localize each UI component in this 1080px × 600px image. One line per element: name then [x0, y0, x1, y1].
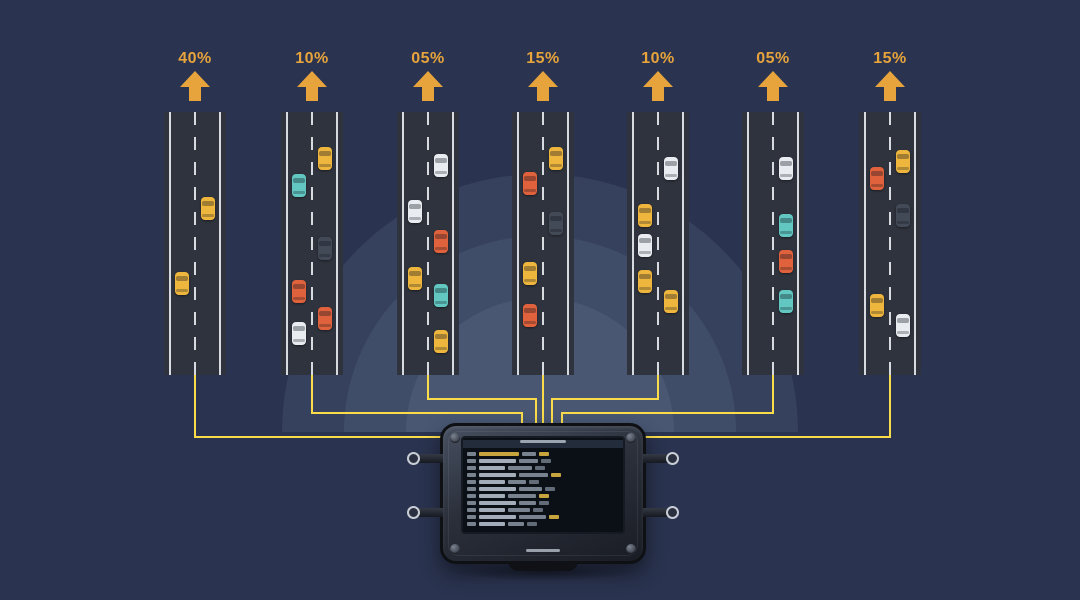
radar-device: [407, 423, 679, 581]
percent-label: 05%: [411, 50, 445, 67]
percent-label: 10%: [641, 50, 675, 67]
percent-label: 15%: [873, 50, 907, 67]
car-icon: [434, 230, 448, 253]
antenna-port: [643, 452, 679, 465]
road-column: 05%: [742, 50, 804, 375]
car-icon: [201, 197, 215, 220]
car-icon: [292, 174, 306, 197]
car-icon: [638, 234, 652, 257]
lane-divider: [889, 112, 891, 375]
screen-row: [467, 480, 619, 484]
screen-row: [467, 452, 619, 456]
road-column: 10%: [281, 50, 343, 375]
car-icon: [896, 314, 910, 337]
brand-label: [526, 549, 560, 552]
percent-label: 05%: [756, 50, 790, 67]
car-icon: [318, 147, 332, 170]
car-icon: [408, 200, 422, 223]
lane-divider: [194, 112, 196, 375]
car-icon: [523, 262, 537, 285]
up-arrow-icon: [180, 71, 210, 101]
screen-row: [467, 473, 619, 477]
car-icon: [779, 157, 793, 180]
screen-row: [467, 515, 619, 519]
screen-row: [467, 501, 619, 505]
up-arrow-icon: [875, 71, 905, 101]
car-icon: [292, 280, 306, 303]
device-base: [508, 561, 578, 571]
screen-row: [467, 494, 619, 498]
car-icon: [434, 154, 448, 177]
car-icon: [434, 330, 448, 353]
percent-label: 40%: [178, 50, 212, 67]
road: [859, 112, 921, 375]
road-column: 40%: [164, 50, 226, 375]
car-icon: [896, 204, 910, 227]
lane-divider: [657, 112, 659, 375]
car-icon: [870, 294, 884, 317]
car-icon: [434, 284, 448, 307]
up-arrow-icon: [413, 71, 443, 101]
car-icon: [408, 267, 422, 290]
device-shadow: [453, 563, 633, 581]
percent-label: 10%: [295, 50, 329, 67]
screen-row: [467, 522, 619, 526]
device-screen: [461, 436, 625, 534]
screen-data-rows: [463, 448, 623, 526]
lane-divider: [427, 112, 429, 375]
up-arrow-icon: [528, 71, 558, 101]
road-column: 15%: [859, 50, 921, 375]
car-icon: [175, 272, 189, 295]
lane-divider: [772, 112, 774, 375]
percent-label: 15%: [526, 50, 560, 67]
car-icon: [638, 204, 652, 227]
road: [742, 112, 804, 375]
up-arrow-icon: [758, 71, 788, 101]
screw-icon: [626, 433, 636, 443]
screw-icon: [450, 544, 460, 554]
road: [397, 112, 459, 375]
lane-divider: [542, 112, 544, 375]
screen-row: [467, 508, 619, 512]
antenna-port: [407, 506, 443, 519]
car-icon: [664, 157, 678, 180]
car-icon: [870, 167, 884, 190]
road: [164, 112, 226, 375]
car-icon: [549, 147, 563, 170]
screw-icon: [626, 544, 636, 554]
screen-row: [467, 466, 619, 470]
car-icon: [523, 304, 537, 327]
screen-row: [467, 487, 619, 491]
lane-divider: [311, 112, 313, 375]
antenna-port: [643, 506, 679, 519]
road: [512, 112, 574, 375]
car-icon: [549, 212, 563, 235]
car-icon: [779, 250, 793, 273]
screw-icon: [450, 433, 460, 443]
road: [281, 112, 343, 375]
road: [627, 112, 689, 375]
screen-row: [467, 459, 619, 463]
up-arrow-icon: [297, 71, 327, 101]
screen-header: [463, 440, 623, 448]
road-column: 15%: [512, 50, 574, 375]
car-icon: [318, 237, 332, 260]
car-icon: [638, 270, 652, 293]
car-icon: [318, 307, 332, 330]
car-icon: [664, 290, 678, 313]
car-icon: [779, 290, 793, 313]
antenna-port: [407, 452, 443, 465]
road-column: 10%: [627, 50, 689, 375]
car-icon: [896, 150, 910, 173]
up-arrow-icon: [643, 71, 673, 101]
car-icon: [523, 172, 537, 195]
car-icon: [292, 322, 306, 345]
road-column: 05%: [397, 50, 459, 375]
car-icon: [779, 214, 793, 237]
